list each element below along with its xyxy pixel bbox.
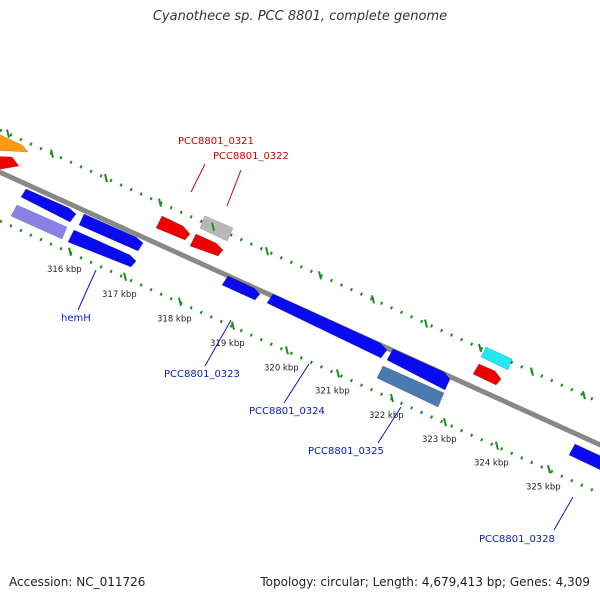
gene-lavender[interactable] [10,204,68,240]
gene-label[interactable]: PCC8801_0322 [213,151,289,162]
leader-line [204,319,232,367]
top-major-tick [50,149,54,158]
leader-line [283,363,310,404]
leader-line [77,269,97,311]
top-major-tick [582,390,586,400]
gene-red-left[interactable] [0,156,20,171]
kbp-tick-label: 317 kbp [102,290,137,300]
kbp-tick-marks: 316 kbp 317 kbp 318 kbp 319 kbp 320 kbp 321 k… [6,129,586,492]
gene-orange[interactable] [0,130,29,153]
gene-pcc8801-0321[interactable] [155,215,191,241]
bottom-major-tick [178,297,182,306]
gene-hemh[interactable] [67,229,137,268]
leader-line [553,496,574,531]
kbp-tick-label: 325 kbp [526,482,561,492]
gene-blue-3[interactable] [221,275,261,301]
top-major-tick [104,173,108,183]
kbp-tick-label: 322 kbp [369,411,404,421]
kbp-tick-label: 319 kbp [210,339,245,349]
top-major-tick [265,247,269,256]
kbp-tick-label: 323 kbp [422,435,457,445]
top-major-tick [424,319,428,328]
genome-summary: Topology: circular; Length: 4,679,413 bp… [260,575,590,589]
bottom-major-tick [547,465,551,474]
gene-blue-1[interactable] [20,188,77,223]
gene-label[interactable]: hemH [61,313,91,324]
kbp-tick-label: 316 kbp [47,265,82,275]
gene-pcc8801-0322[interactable] [189,233,224,257]
accession-label: Accession: NC_011726 [9,575,146,589]
gene-pcc8801-0325[interactable] [386,348,451,391]
gene-gray[interactable] [199,215,234,242]
top-major-tick [371,295,375,304]
gene-label[interactable]: PCC8801_0325 [308,446,384,457]
top-major-tick [211,222,215,231]
page-title: Cyanothece sp. PCC 8801, complete genome [152,9,448,24]
top-major-tick [318,271,322,280]
gene-label[interactable]: PCC8801_0328 [479,534,555,545]
bottom-major-tick [285,346,289,355]
gene-blue-2[interactable] [78,213,144,252]
gene-cyan[interactable] [480,346,513,371]
gene-label[interactable]: PCC8801_0321 [178,136,254,147]
bottom-major-tick [336,369,340,378]
top-major-tick [530,367,534,376]
bottom-major-tick [123,272,127,282]
bottom-major-tick [231,321,235,331]
gene-label[interactable]: PCC8801_0323 [164,369,240,380]
kbp-tick-label: 320 kbp [264,363,299,373]
bottom-major-tick [495,441,499,450]
gene-red-right[interactable] [472,363,502,386]
top-major-tick [6,129,10,138]
bottom-dotted-track [0,219,600,495]
top-major-tick [158,198,162,207]
kbp-tick-label: 318 kbp [157,315,192,325]
bottom-major-tick [390,393,394,403]
bottom-major-tick [68,247,72,257]
gene-features [0,130,600,472]
gene-label[interactable]: PCC8801_0324 [249,406,325,417]
leader-line [190,163,206,193]
kbp-tick-label: 321 kbp [315,386,350,396]
bottom-major-tick [443,417,447,427]
gene-pcc8801-0328[interactable] [568,443,600,472]
genome-map: 316 kbp 317 kbp 318 kbp 319 kbp 320 kbp 321 k… [0,128,600,545]
kbp-tick-label: 324 kbp [474,459,509,469]
gene-steel[interactable] [376,365,445,408]
leader-line [377,406,402,444]
top-major-tick [478,343,482,353]
gene-pcc8801-0324[interactable] [266,293,388,359]
leader-line [226,169,242,207]
